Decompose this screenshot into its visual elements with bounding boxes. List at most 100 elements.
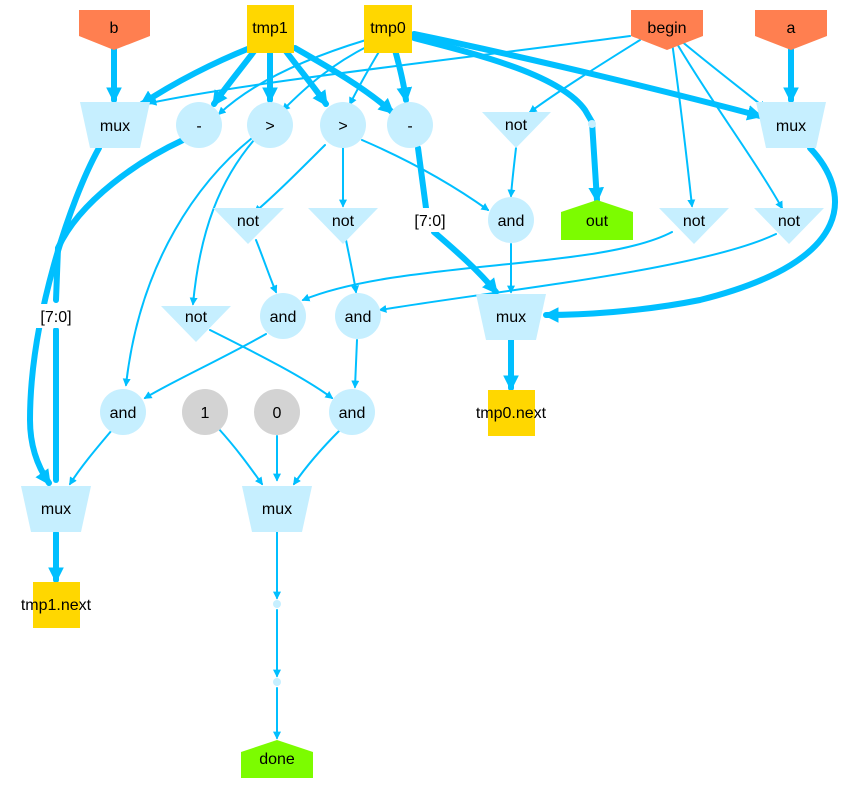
svg-text:tmp1: tmp1 — [252, 20, 288, 37]
node-not-mid: not — [161, 306, 231, 342]
node-and-l2: and — [329, 389, 375, 435]
svg-text:not: not — [185, 309, 208, 326]
edge-tmp1-mux — [139, 45, 253, 107]
edge-and-l2-mux-done — [293, 429, 341, 486]
edge-begin-not-r2 — [675, 41, 783, 210]
svg-text:b: b — [110, 20, 119, 37]
node-gt2: > — [320, 102, 366, 148]
svg-text:>: > — [265, 118, 274, 135]
node-not-r2: not — [754, 208, 824, 244]
edge-not-r2-and-m2 — [378, 233, 777, 313]
svg-text:and: and — [498, 213, 525, 230]
node-sub1: - — [176, 102, 222, 148]
edge-not-begin-and-top — [507, 147, 517, 198]
edge-tmp1-sub1 — [211, 47, 258, 107]
svg-text:and: and — [345, 309, 372, 326]
svg-text:not: not — [332, 213, 355, 230]
edge-gt1-and-l1 — [122, 137, 253, 387]
edge-gt2-not-gt1b — [253, 144, 326, 214]
node-tmp0-next: tmp0.next — [476, 390, 547, 436]
node-tmp1-next: tmp1.next — [21, 582, 92, 628]
svg-text:not: not — [237, 213, 260, 230]
edge-not-r1-and-m1 — [301, 231, 673, 302]
svg-text:a: a — [787, 20, 796, 37]
edge-and-m1-and-l1 — [143, 333, 267, 399]
svg-text:mux: mux — [496, 309, 526, 326]
svg-text:-: - — [407, 118, 412, 135]
edge-gt1-not-gt1 — [189, 139, 255, 306]
edges — [26, 31, 838, 740]
edge-begin-mux-a — [679, 39, 767, 109]
edge-sub2-slice2 — [415, 145, 429, 211]
node-mux-done: mux — [242, 486, 312, 532]
node-mux-b: mux — [80, 102, 150, 148]
edge-and-l1-mux-tmp1 — [69, 429, 113, 486]
svg-text:[7:0]: [7:0] — [414, 213, 445, 230]
edge-const1-mux-done — [217, 427, 263, 486]
node-out: out — [561, 200, 633, 240]
node-mux-tmp0: mux — [476, 294, 546, 340]
node-slice2: [7:0] — [408, 208, 452, 232]
edge-begin-mux-b — [148, 35, 631, 106]
edge-sub1-slice1 — [53, 137, 186, 303]
svg-text:mux: mux — [100, 118, 130, 135]
edge-tmp0-sub2 — [392, 47, 413, 104]
svg-text:not: not — [778, 213, 801, 230]
edge-mux-b-mux-tmp1 — [26, 145, 102, 486]
node-const1: 1 — [182, 389, 228, 435]
node-not-gt1: not — [213, 208, 284, 244]
edge-slice2-mux-tmp0 — [431, 229, 499, 295]
edge-not-mid-and-l2 — [209, 329, 334, 399]
node-begin: begin — [631, 10, 703, 50]
edge-not-gt1-and-m1 — [255, 239, 278, 294]
edge-tmp0-sub1 — [217, 39, 367, 116]
edge-tmp0-gt2 — [349, 49, 381, 106]
svg-text:begin: begin — [647, 20, 686, 37]
node-slice1: [7:0] — [34, 304, 78, 328]
edge-begin-not-r1 — [671, 41, 696, 208]
svg-text:mux: mux — [41, 501, 71, 518]
node-not-begin: not — [482, 112, 551, 148]
svg-text:not: not — [505, 117, 528, 134]
edge-gt2-and-top — [361, 139, 490, 211]
svg-text:-: - — [196, 118, 201, 135]
edge-tmp0-mux-a — [411, 31, 764, 121]
junction-1 — [273, 600, 281, 608]
edge-and-m2-and-l2 — [351, 339, 360, 389]
svg-text:[7:0]: [7:0] — [40, 309, 71, 326]
svg-text:done: done — [259, 751, 295, 768]
svg-text:not: not — [683, 213, 706, 230]
edge-mux-a-mux-tmp0 — [542, 145, 838, 323]
node-tmp0: tmp0 — [364, 5, 412, 53]
node-and-l1: and — [100, 389, 146, 435]
svg-text:tmp1.next: tmp1.next — [21, 597, 92, 614]
svg-text:and: and — [110, 405, 137, 422]
svg-text:mux: mux — [776, 118, 806, 135]
svg-text:mux: mux — [262, 501, 292, 518]
node-done: done — [241, 740, 313, 778]
edge-begin-not — [528, 39, 641, 113]
node-const0: 0 — [254, 389, 300, 435]
node-not-gt2: not — [308, 208, 378, 244]
edge-tmp1-sub2 — [292, 45, 395, 115]
edge-tmp0-out — [411, 35, 604, 204]
svg-text:1: 1 — [201, 405, 210, 422]
svg-text:and: and — [339, 405, 366, 422]
node-and-m1: and — [260, 293, 306, 339]
svg-text:tmp0.next: tmp0.next — [476, 405, 547, 422]
node-a: a — [755, 10, 827, 50]
svg-text:out: out — [586, 213, 609, 230]
node-not-r1: not — [659, 208, 729, 244]
svg-text:and: and — [270, 309, 297, 326]
node-gt1: > — [247, 102, 293, 148]
node-b: b — [79, 10, 150, 50]
junction-2 — [273, 678, 281, 686]
svg-text:>: > — [338, 118, 347, 135]
junction-out — [588, 120, 596, 128]
edge-not-gt2-and-m2 — [345, 239, 360, 294]
node-sub2: - — [387, 102, 433, 148]
svg-text:0: 0 — [273, 405, 282, 422]
node-and-top: and — [488, 197, 534, 243]
node-mux-a: mux — [756, 102, 826, 148]
